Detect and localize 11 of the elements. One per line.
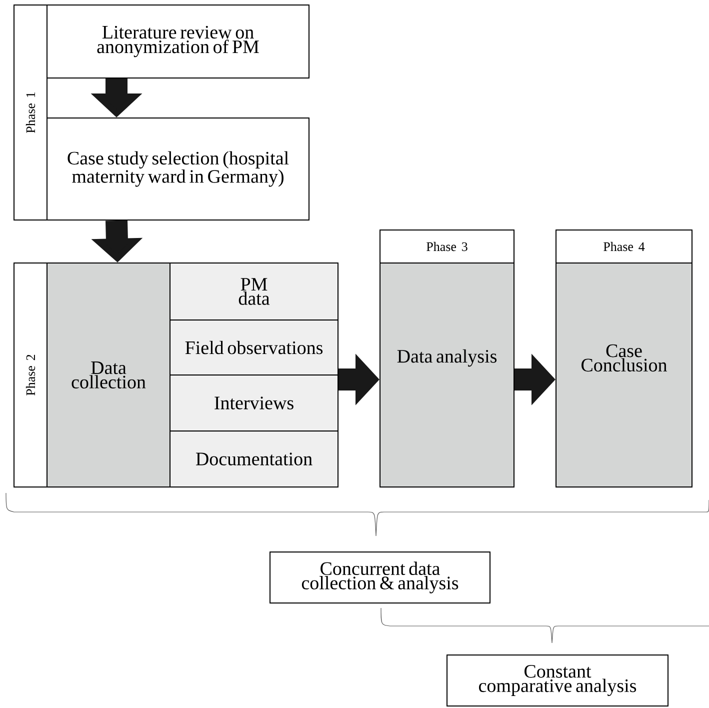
process-box: Documentation — [170, 430, 338, 488]
process-box: Data collection — [46, 262, 170, 488]
process-box: Field observations — [170, 320, 338, 376]
phase-band: Phase 2 — [14, 262, 48, 488]
process-box: PM data — [170, 262, 338, 320]
phase-box: Phase 3 Data analysis — [380, 230, 514, 488]
phase-band: Phase 1 — [14, 4, 48, 220]
process-box: Concurrent data collection & analysis — [270, 552, 490, 604]
phase-box: Phase 4 Case Conclusion — [556, 230, 692, 488]
process-box: Interviews — [170, 374, 338, 432]
process-box: Constant comparative analysis — [446, 654, 668, 706]
